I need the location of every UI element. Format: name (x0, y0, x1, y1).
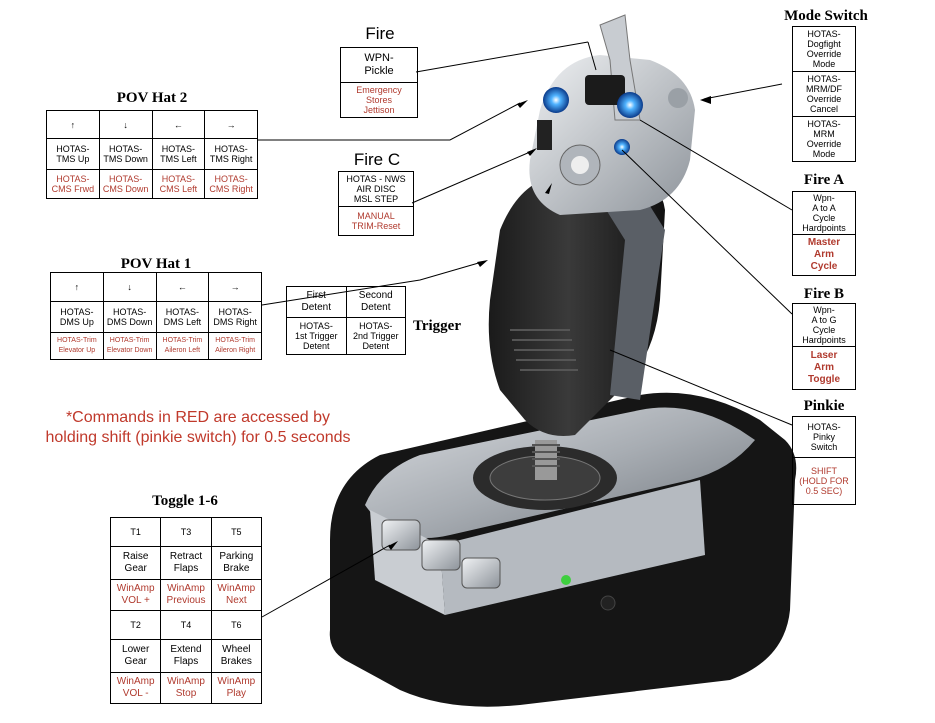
pov2-main-down: HOTAS- TMS Down (98, 138, 153, 170)
toggle-label-t2: T2 (109, 610, 162, 640)
pov1-table: ↑ ↓ ← → HOTAS- DMS Up HOTAS- DMS Down HO… (50, 272, 262, 360)
toggle-shift-t4: WinAmp Stop (160, 672, 212, 704)
trigger-main-second: HOTAS- 2nd Trigger Detent (345, 317, 406, 355)
toggle-table: T1 T3 T5 Raise Gear Retract Flaps Parkin… (109, 517, 263, 704)
fire-c-shift: MANUAL TRIM-Reset (338, 206, 414, 236)
pov1-main-right: HOTAS- DMS Right (208, 301, 262, 333)
pov1-shift-left: HOTAS-Trim Aileron Left (155, 332, 210, 360)
toggle-label-t5: T5 (210, 517, 263, 547)
pov2-arrow-left: ← (151, 110, 206, 139)
fire-a-table: Wpn- A to A Cycle Hardpoints Master Arm … (792, 191, 856, 276)
pov2-main-left: HOTAS- TMS Left (151, 138, 206, 170)
fire-title: Fire (365, 24, 395, 43)
pov2-shift-down: HOTAS- CMS Down (98, 169, 153, 199)
toggle-shift-t2: WinAmp VOL - (109, 672, 162, 704)
fire-table: WPN- Pickle Emergency Stores Jettison (340, 47, 418, 118)
pov1-arrow-up: ↑ (50, 272, 104, 302)
fire-main: WPN- Pickle (340, 47, 418, 83)
pov1-arrow-down: ↓ (102, 272, 157, 302)
toggle-main-t3: Retract Flaps (160, 546, 212, 580)
trigger-header-second: Second Detent (345, 286, 406, 318)
toggle-shift-t6: WinAmp Play (210, 672, 263, 704)
pinkie-title: Pinkie (803, 398, 845, 414)
fire-b-title: Fire B (803, 286, 845, 302)
mode-switch-table: HOTAS- Dogfight Override Mode HOTAS- MRM… (792, 26, 856, 162)
pov1-shift-right: HOTAS-Trim Aileron Right (208, 332, 262, 360)
fire-a-shift: Master Arm Cycle (792, 234, 856, 276)
toggle-title: Toggle 1-6 (152, 493, 218, 509)
fire-a-title: Fire A (803, 172, 845, 188)
fire-b-main: Wpn- A to G Cycle Hardpoints (792, 303, 856, 347)
pov1-main-left: HOTAS- DMS Left (155, 301, 210, 333)
fire-b-table: Wpn- A to G Cycle Hardpoints Laser Arm T… (792, 303, 856, 390)
trigger-main-first: HOTAS- 1st Trigger Detent (286, 317, 347, 355)
toggle-main-t2: Lower Gear (109, 639, 162, 673)
pov1-shift-down: HOTAS-Trim Elevator Down (102, 332, 157, 360)
trigger-table: First Detent Second Detent HOTAS- 1st Tr… (286, 286, 406, 355)
pov1-main-down: HOTAS- DMS Down (102, 301, 157, 333)
mode-switch-title: Mode Switch (784, 8, 868, 24)
fire-c-main: HOTAS - NWS AIR DISC MSL STEP (338, 171, 414, 207)
toggle-label-t4: T4 (160, 610, 212, 640)
fire-a-main: Wpn- A to A Cycle Hardpoints (792, 191, 856, 235)
pov2-main-right: HOTAS- TMS Right (204, 138, 258, 170)
pov1-main-up: HOTAS- DMS Up (50, 301, 104, 333)
pov1-shift-up: HOTAS-Trim Elevator Up (50, 332, 104, 360)
pov1-title: POV Hat 1 (120, 256, 192, 272)
toggle-main-t4: Extend Flaps (160, 639, 212, 673)
fire-c-title: Fire C (353, 150, 401, 169)
trigger-header-first: First Detent (286, 286, 347, 318)
fire-shift: Emergency Stores Jettison (340, 82, 418, 118)
mode-switch-cell-2: HOTAS- MRM/DF Override Cancel (792, 71, 856, 117)
toggle-label-t1: T1 (109, 517, 162, 547)
fire-c-table: HOTAS - NWS AIR DISC MSL STEP MANUAL TRI… (338, 171, 414, 236)
pov2-table: ↑ ↓ ← → HOTAS- TMS Up HOTAS- TMS Down HO… (46, 110, 258, 199)
toggle-main-t5: Parking Brake (210, 546, 263, 580)
pinkie-main: HOTAS- Pinky Switch (792, 416, 856, 458)
pov1-arrow-right: → (208, 272, 262, 302)
toggle-shift-t3: WinAmp Previous (160, 579, 212, 611)
pinkie-shift: SHIFT (HOLD FOR 0.5 SEC) (792, 457, 856, 505)
toggle-shift-t5: WinAmp Next (210, 579, 263, 611)
shift-note: *Commands in RED are accessed by holding… (45, 409, 351, 446)
pov2-arrow-up: ↑ (46, 110, 100, 139)
toggle-label-t6: T6 (210, 610, 263, 640)
toggle-label-t3: T3 (160, 517, 212, 547)
pinkie-table: HOTAS- Pinky Switch SHIFT (HOLD FOR 0.5 … (792, 416, 856, 505)
mode-switch-cell-1: HOTAS- Dogfight Override Mode (792, 26, 856, 72)
toggle-main-t1: Raise Gear (109, 546, 162, 580)
toggle-main-t6: Wheel Brakes (210, 639, 263, 673)
pov2-shift-right: HOTAS- CMS Right (204, 169, 258, 199)
pov2-main-up: HOTAS- TMS Up (46, 138, 100, 170)
pov2-shift-left: HOTAS- CMS Left (151, 169, 206, 199)
mode-switch-cell-3: HOTAS- MRM Override Mode (792, 116, 856, 162)
pov1-arrow-left: ← (155, 272, 210, 302)
toggle-shift-t1: WinAmp VOL + (109, 579, 162, 611)
fire-b-shift: Laser Arm Toggle (792, 346, 856, 390)
pov2-title: POV Hat 2 (116, 90, 188, 106)
pov2-arrow-right: → (204, 110, 258, 139)
pov2-shift-up: HOTAS- CMS Frwd (46, 169, 100, 199)
pov2-arrow-down: ↓ (98, 110, 153, 139)
trigger-title: Trigger (412, 318, 462, 334)
